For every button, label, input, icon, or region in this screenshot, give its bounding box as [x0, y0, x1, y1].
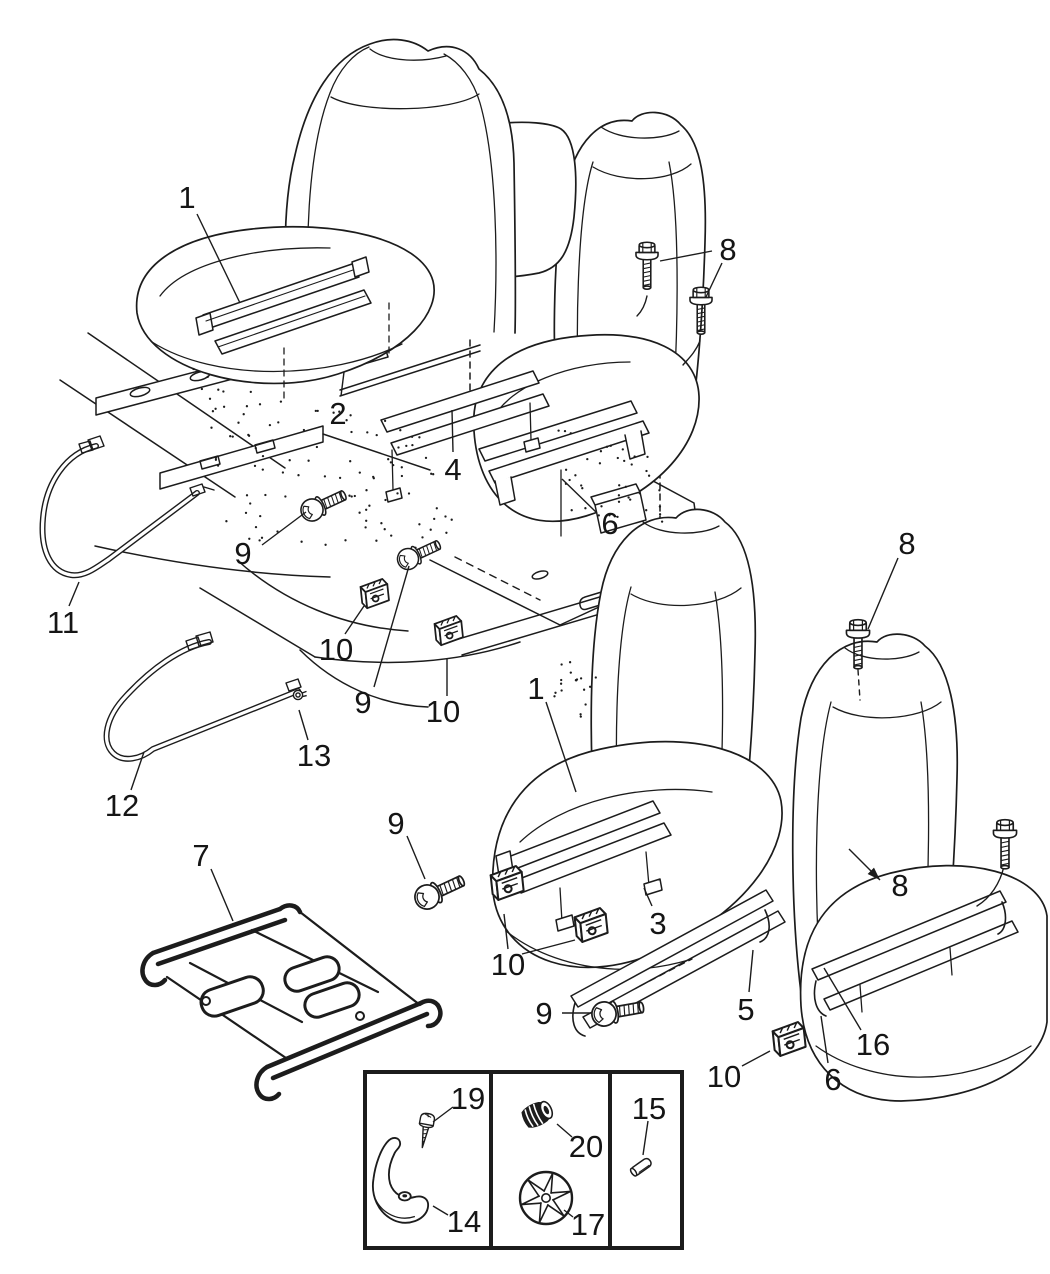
callout-number-13: 13 [297, 738, 331, 773]
leader-line [130, 751, 145, 791]
screw-icon [414, 1111, 436, 1150]
bolt-horizontal-icon [296, 483, 351, 526]
callout-number-20: 20 [569, 1129, 603, 1164]
callout-number-9: 9 [387, 806, 404, 841]
leader-line [748, 949, 754, 993]
leader-line [340, 371, 345, 397]
lever-icon [371, 1137, 430, 1224]
pin-icon [628, 1156, 654, 1178]
leader-line [344, 605, 365, 635]
callout-number-9: 9 [535, 996, 552, 1031]
callout-number-16: 16 [856, 1027, 890, 1062]
callout-number-10: 10 [319, 632, 353, 667]
callout-number-11: 11 [47, 605, 79, 640]
bolt-horizontal-icon [410, 868, 470, 914]
callout-number-4: 4 [444, 452, 461, 487]
callout-number-9: 9 [234, 536, 251, 571]
callout-number-8: 8 [891, 868, 908, 903]
callout-number-8: 8 [719, 232, 736, 267]
callout-number-15: 15 [632, 1091, 666, 1126]
clip-icon [433, 614, 465, 647]
carpet-dot-texture [192, 367, 664, 718]
callout-number-14: 14 [447, 1204, 481, 1239]
callout-number-6: 6 [824, 1062, 841, 1097]
leader-line [298, 709, 309, 741]
nut-icon [292, 689, 308, 701]
callout-number-10: 10 [426, 694, 460, 729]
bolt-vertical-icon [992, 818, 1018, 870]
callout-number-3: 3 [649, 906, 666, 941]
callout-number-9: 9 [354, 685, 371, 720]
bolt-guide-lines [454, 295, 1005, 907]
leader-line [705, 262, 723, 298]
seat-track-4 [339, 344, 550, 503]
leader-line [432, 1106, 454, 1123]
leader-line [561, 478, 598, 514]
leader-line [659, 250, 713, 262]
inset-parts-box [363, 1070, 684, 1250]
callout-number-17: 17 [571, 1207, 605, 1242]
inset-box-frame [363, 1070, 684, 1250]
leader-line [556, 1123, 573, 1138]
leader-line [68, 581, 80, 607]
seat-track-5 [570, 889, 786, 1037]
leader-line [545, 701, 577, 793]
leader-line [196, 213, 241, 304]
clip-icon [770, 1020, 808, 1058]
seat-cushion-right-lower [799, 864, 1048, 1102]
callout-number-2: 2 [329, 396, 346, 431]
callout-number-12: 12 [105, 788, 139, 823]
callout-number-10: 10 [491, 947, 525, 982]
leader-line [406, 835, 426, 880]
callout-number-19: 19 [451, 1081, 485, 1116]
seat-adjuster-7 [140, 903, 443, 1102]
callout-number-5: 5 [737, 992, 754, 1027]
leader-line [867, 557, 899, 630]
leader-line [741, 1050, 771, 1067]
star-wheel-icon [518, 1170, 574, 1226]
wire-loop-12 [103, 631, 302, 762]
callout-number-8: 8 [898, 526, 915, 561]
leader-line [210, 868, 234, 922]
leader-line [823, 967, 862, 1031]
grommet-icon [518, 1097, 557, 1131]
callout-number-7: 7 [192, 838, 209, 873]
callout-number-1: 1 [527, 671, 544, 706]
bolt-horizontal-icon [393, 534, 445, 574]
leader-line [503, 913, 509, 950]
leader-line [643, 887, 653, 907]
seat-track-1 [195, 256, 390, 401]
wire-loop-11 [39, 435, 215, 579]
leader-line [451, 409, 454, 453]
callout-number-10: 10 [707, 1059, 741, 1094]
clip-icon [359, 577, 391, 610]
leader-line [373, 565, 410, 688]
leader-line [642, 1120, 649, 1156]
leader-line [563, 1209, 574, 1218]
leader-line [820, 1015, 829, 1064]
leader-line [521, 939, 576, 955]
callout-number-6: 6 [601, 506, 618, 541]
leader-arrowhead [867, 867, 880, 880]
seat-track-16 [811, 890, 1019, 1017]
callout-number-1: 1 [178, 180, 195, 215]
leader-line [432, 1205, 449, 1216]
leader-line [261, 511, 307, 546]
